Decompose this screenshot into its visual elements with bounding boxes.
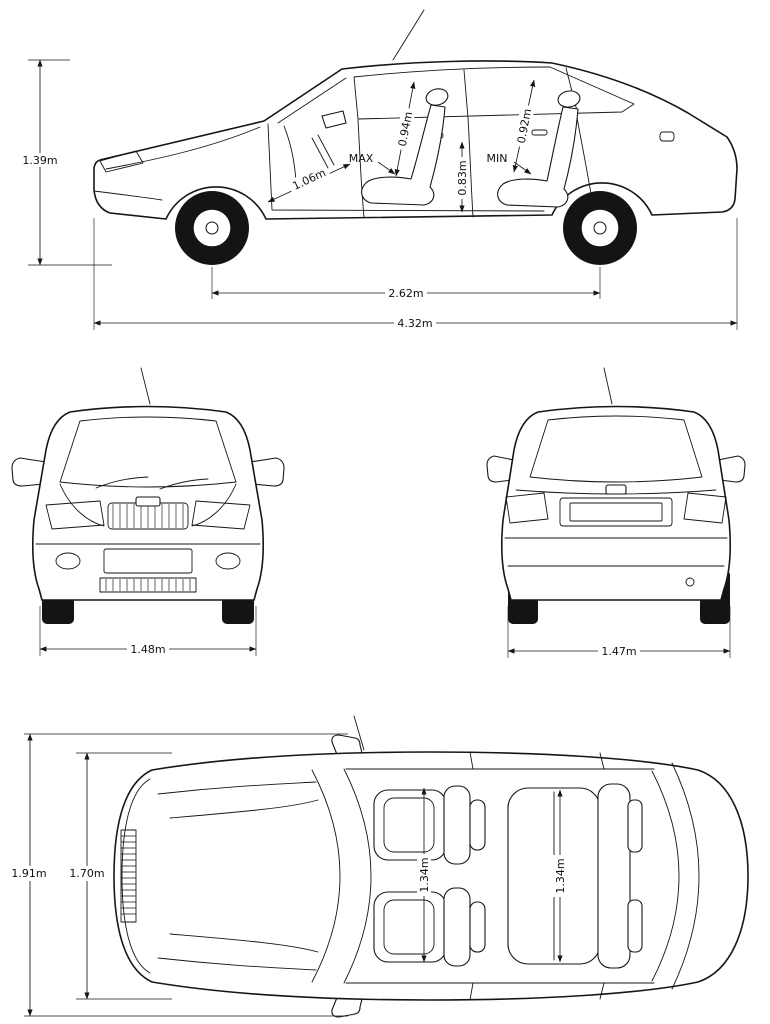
antenna-icon xyxy=(140,367,151,405)
side-view: 1.06m 0.94m MAX 0.83m MIN xyxy=(19,9,738,330)
front-width-label: 1.48m xyxy=(130,643,165,656)
left-mirror xyxy=(486,455,515,483)
seat-max-arrow-icon xyxy=(377,161,396,175)
passenger-headrest xyxy=(469,901,486,953)
wipers xyxy=(95,476,209,490)
antenna-icon xyxy=(392,9,425,61)
left-mirror-top xyxy=(331,994,364,1018)
tail-lights xyxy=(505,492,727,524)
right-fog-lamp xyxy=(215,552,241,570)
right-mirror xyxy=(249,457,285,487)
wheelbase-label: 2.62m xyxy=(388,287,423,300)
driver-seat-contour xyxy=(383,797,435,853)
driver-seat-backrest xyxy=(443,785,471,865)
panel-detail-lines xyxy=(93,111,593,218)
left-mirror xyxy=(11,457,47,487)
side-window-band xyxy=(353,66,635,120)
rear-seat-side xyxy=(497,90,581,208)
driver-headrest xyxy=(469,799,486,851)
rear-width-label: 1.47m xyxy=(601,645,636,658)
front-wheel xyxy=(175,191,249,265)
right-mirror xyxy=(717,455,746,483)
rear-view: 1.47m xyxy=(486,367,746,658)
rear-license-plate xyxy=(569,502,663,522)
seat-min-label: MIN xyxy=(487,152,508,165)
body-width-label: 1.70m xyxy=(69,867,104,880)
bench-backrest xyxy=(597,783,631,969)
dim-body-width: 1.70m xyxy=(66,752,172,1000)
plate-recess xyxy=(559,497,673,527)
front-view: 1.48m xyxy=(11,367,285,656)
rear-floor-height-label: 0.83m xyxy=(456,160,469,195)
fender-lines xyxy=(59,483,237,527)
dim-front-cabin-width: 1.34m xyxy=(417,787,431,963)
pillar-ticks xyxy=(469,751,605,1001)
bench-headrest-right xyxy=(627,799,643,853)
dim-wheelbase: 2.62m xyxy=(211,267,601,300)
seat-max-label: MAX xyxy=(349,152,374,165)
air-intake xyxy=(99,577,197,593)
brand-badge xyxy=(605,484,627,495)
overall-height-label: 1.39m xyxy=(22,154,57,167)
front-license-plate xyxy=(103,548,193,574)
air-intake-hatch xyxy=(105,579,191,591)
dim-overall-width: 1.91m xyxy=(8,733,348,1017)
dim-overall-length: 4.32m xyxy=(93,218,738,330)
rear-wheel xyxy=(563,191,637,265)
dim-rear-cabin-width: 1.34m xyxy=(553,789,567,963)
rear-window-arc xyxy=(651,762,700,990)
bench-headrest-left xyxy=(627,899,643,953)
bumper-lines xyxy=(504,537,728,567)
passenger-seat-backrest xyxy=(443,887,471,967)
antenna-icon xyxy=(603,367,613,405)
passenger-seat-contour xyxy=(383,899,435,955)
brand-badge xyxy=(135,496,161,507)
fuel-filler-door xyxy=(659,131,675,142)
overall-length-label: 4.32m xyxy=(397,317,432,330)
top-view: 1.91m 1.70m 1.34m 1.34m xyxy=(8,715,749,1018)
grille-top xyxy=(120,829,137,923)
front-bumper-inner-line xyxy=(121,778,151,974)
roof-edges xyxy=(345,768,655,984)
front-seats-top xyxy=(373,785,486,967)
dim-rear-track: 1.47m xyxy=(507,606,731,658)
dim-front-track: 1.48m xyxy=(39,606,257,656)
headlights xyxy=(45,500,251,530)
rear-window xyxy=(529,415,703,483)
front-headrest xyxy=(425,88,449,106)
hood-lines xyxy=(157,781,319,971)
dim-overall-height: 1.39m xyxy=(19,59,112,266)
rear-cabin-width-label: 1.34m xyxy=(554,858,567,893)
rear-seat-profile xyxy=(497,106,579,208)
rear-headrest xyxy=(557,90,581,108)
passenger-seat-cushion xyxy=(373,891,447,963)
right-mirror-top xyxy=(331,734,364,758)
grille-hatch xyxy=(112,504,184,528)
dim-rear-floor-height: 0.83m xyxy=(455,141,469,213)
windshield-arc xyxy=(311,768,372,984)
front-cabin-width-label: 1.34m xyxy=(418,857,431,892)
overall-width-label: 1.91m xyxy=(11,867,46,880)
side-mirror xyxy=(321,110,347,129)
driver-seat-cushion xyxy=(373,789,447,861)
antenna-icon xyxy=(353,715,365,751)
seat-max-annotation: MAX xyxy=(349,152,396,175)
rear-bench-top xyxy=(507,783,643,969)
grille-top-hatch xyxy=(121,835,136,915)
headlight-side xyxy=(99,150,144,173)
exhaust-detail xyxy=(685,577,695,587)
left-fog-lamp xyxy=(55,552,81,570)
steering-wheel xyxy=(311,134,335,169)
